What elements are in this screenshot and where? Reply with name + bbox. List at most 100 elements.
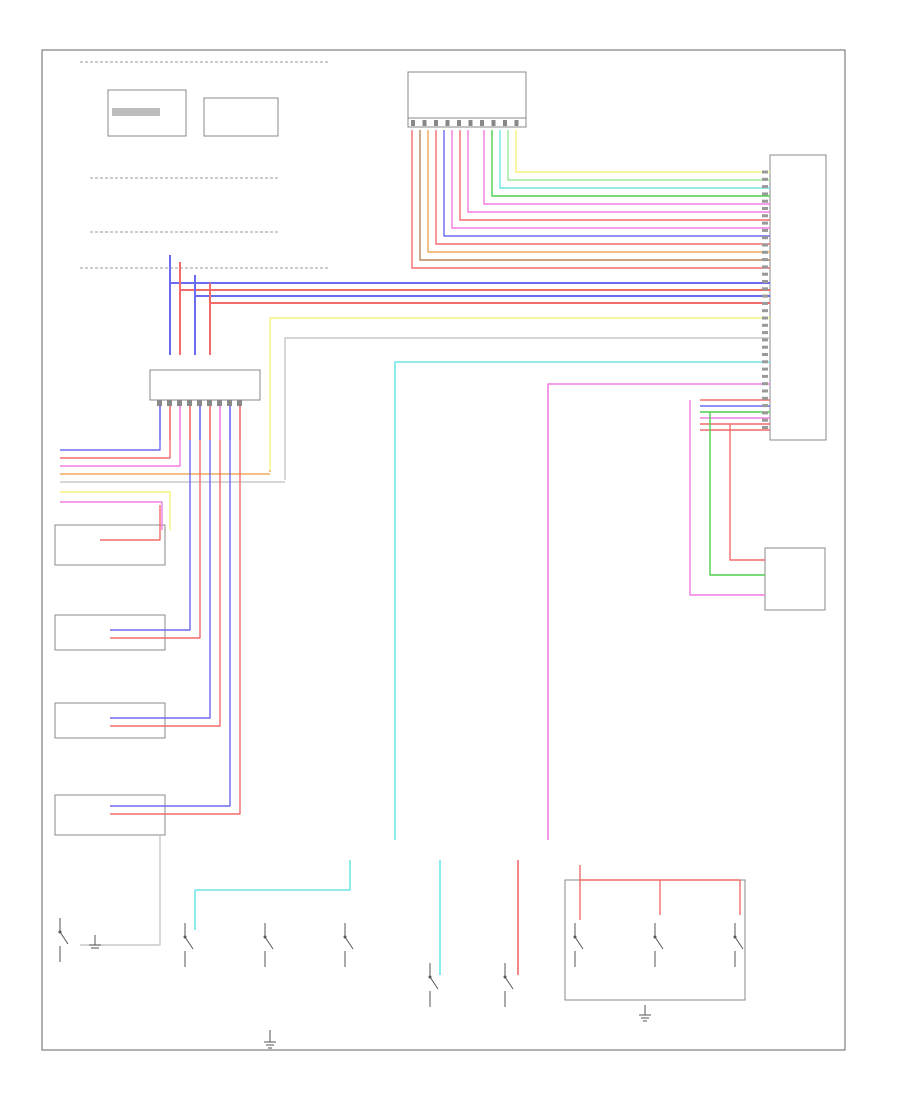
switch-7 <box>653 923 664 967</box>
splice-pin-2 <box>167 400 172 406</box>
splice-pin-6 <box>207 400 212 406</box>
top-connector-block <box>407 71 527 128</box>
switch-9-blade <box>59 931 69 945</box>
right-connector-pin-27 <box>762 360 768 364</box>
harness-wire-8 <box>451 130 770 229</box>
harness-wire-9 <box>443 130 770 237</box>
trunk-wire-blue-2 <box>194 275 770 297</box>
switch-2 <box>263 923 274 967</box>
run-yellow <box>269 317 770 472</box>
switch-group <box>58 918 744 1007</box>
switch-2-blade <box>264 936 274 950</box>
left-wire-7 <box>60 501 163 530</box>
right-connector-pin-24 <box>762 338 768 342</box>
right-connector-pin-16 <box>762 280 768 283</box>
left-wire-3 <box>60 440 181 467</box>
right-connector-pin-23 <box>762 331 768 335</box>
switch-1-blade <box>184 936 194 950</box>
harness-wire-3 <box>499 130 770 189</box>
top-connector-pin-9 <box>503 120 507 126</box>
right-connector-pin-22 <box>762 323 768 327</box>
switch-6 <box>573 923 584 967</box>
right-connector-pin-6 <box>762 207 768 210</box>
right-connector-pin-33 <box>762 404 768 408</box>
right-connector-pin-20 <box>762 309 768 313</box>
harness-wire-10 <box>435 130 770 245</box>
harness-wire-2 <box>507 130 770 181</box>
harness-wire-11 <box>427 130 770 253</box>
switch-8-pivot <box>733 935 737 939</box>
switch-4-pivot <box>428 975 432 979</box>
sensor-module-a-label <box>112 108 160 116</box>
bottom-cyan-run <box>195 860 351 891</box>
trunk-wire-blue-1 <box>169 255 770 284</box>
right-drop-pink <box>689 400 765 596</box>
switch-6-blade <box>574 936 584 950</box>
sensor-module-a <box>107 89 187 137</box>
right-connector-pin-32 <box>762 396 768 400</box>
switch-4 <box>428 963 439 1007</box>
splice-pin-1 <box>157 400 162 406</box>
right-connector-pin-12 <box>762 250 768 254</box>
right-connector-pin-14 <box>762 265 768 269</box>
switch-2-pivot <box>263 935 267 939</box>
harness-wire-7 <box>459 130 770 221</box>
right-connector-pin-4 <box>762 192 768 196</box>
switch-5-blade <box>504 976 514 990</box>
switch-6-pivot <box>573 935 577 939</box>
switch-3 <box>343 923 354 967</box>
switch-7-blade <box>654 936 664 950</box>
top-connector-pin-4 <box>445 120 450 126</box>
top-connector-pin-3 <box>434 120 438 126</box>
right-connector-pin-31 <box>762 389 768 393</box>
switch-9 <box>58 918 69 962</box>
feed-mod3-red <box>110 440 221 727</box>
right-connector-block <box>769 154 827 441</box>
switch-4-blade <box>429 976 439 990</box>
right-connector-pin-18 <box>762 294 768 298</box>
right-connector-pin-19 <box>762 301 768 305</box>
right-drop-green <box>709 412 765 576</box>
run-gray <box>284 337 770 480</box>
splice-pin-7 <box>217 400 222 406</box>
top-connector-pin-7 <box>480 120 484 126</box>
feed-mod3-blue <box>110 440 211 719</box>
right-connector-pin-17 <box>762 287 768 291</box>
right-module-bottom <box>764 547 826 611</box>
right-connector-pin-35 <box>762 418 768 422</box>
splice-pin-3 <box>177 400 182 406</box>
switch-5-pivot <box>503 975 507 979</box>
center-splice-block <box>149 369 261 401</box>
harness-wire-1 <box>515 130 770 173</box>
right-connector-pin-5 <box>762 199 768 203</box>
wire-group <box>60 130 770 975</box>
switch-1 <box>183 923 194 967</box>
diagram-frame <box>41 49 846 1051</box>
right-connector-pin-30 <box>762 382 768 386</box>
trunk-wire-red-2 <box>209 283 770 304</box>
feed-mod2-red <box>110 440 201 639</box>
ground-symbol-3 <box>89 935 101 949</box>
harness-wire-4 <box>491 130 770 197</box>
ground-symbol-2 <box>639 1005 651 1022</box>
right-connector-pin-21 <box>762 316 768 320</box>
sensor-module-b <box>203 97 279 137</box>
feed-mod4-red <box>110 440 241 815</box>
run-cyan <box>394 361 770 840</box>
right-connector-pin-25 <box>762 345 768 349</box>
splice-pin-9 <box>237 400 242 406</box>
right-connector-pin-28 <box>762 367 768 371</box>
trunk-wire-red-1 <box>179 262 770 291</box>
run-pink <box>547 383 770 840</box>
right-connector-pin-26 <box>762 353 768 356</box>
top-connector-pin-8 <box>491 120 496 126</box>
left-module-4 <box>54 794 166 836</box>
right-drop-red <box>729 424 765 561</box>
top-connector-pin-1 <box>411 120 415 126</box>
top-connector-pin-5 <box>457 120 461 126</box>
switch-7-pivot <box>653 935 657 939</box>
splice-pin-4 <box>187 400 192 406</box>
right-connector-pin-1 <box>762 170 768 174</box>
